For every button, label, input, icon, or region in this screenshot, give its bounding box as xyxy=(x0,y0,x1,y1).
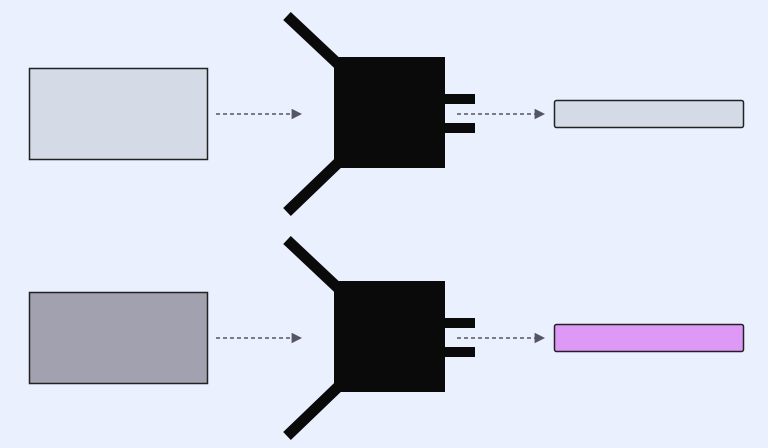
flow-row-1 xyxy=(28,11,745,216)
transformer-body xyxy=(334,57,445,168)
plug-prong-top xyxy=(445,318,475,328)
plug-prong-bottom xyxy=(445,347,475,357)
funnel-upper-arm xyxy=(283,235,342,293)
funnel-lower-arm xyxy=(283,159,342,216)
output-bar xyxy=(553,323,745,353)
funnel-plug-icon xyxy=(283,235,475,440)
output-bar xyxy=(553,99,745,129)
plug-prong-top xyxy=(445,94,475,104)
funnel-plug-icon xyxy=(283,11,475,216)
transformer-body xyxy=(334,281,445,392)
flows-layer xyxy=(28,11,745,440)
input-block xyxy=(28,67,209,161)
flow-row-2 xyxy=(28,235,745,440)
plug-prong-bottom xyxy=(445,123,475,133)
funnel-lower-arm xyxy=(283,383,342,440)
funnel-upper-arm xyxy=(283,11,342,69)
input-block xyxy=(28,291,209,385)
